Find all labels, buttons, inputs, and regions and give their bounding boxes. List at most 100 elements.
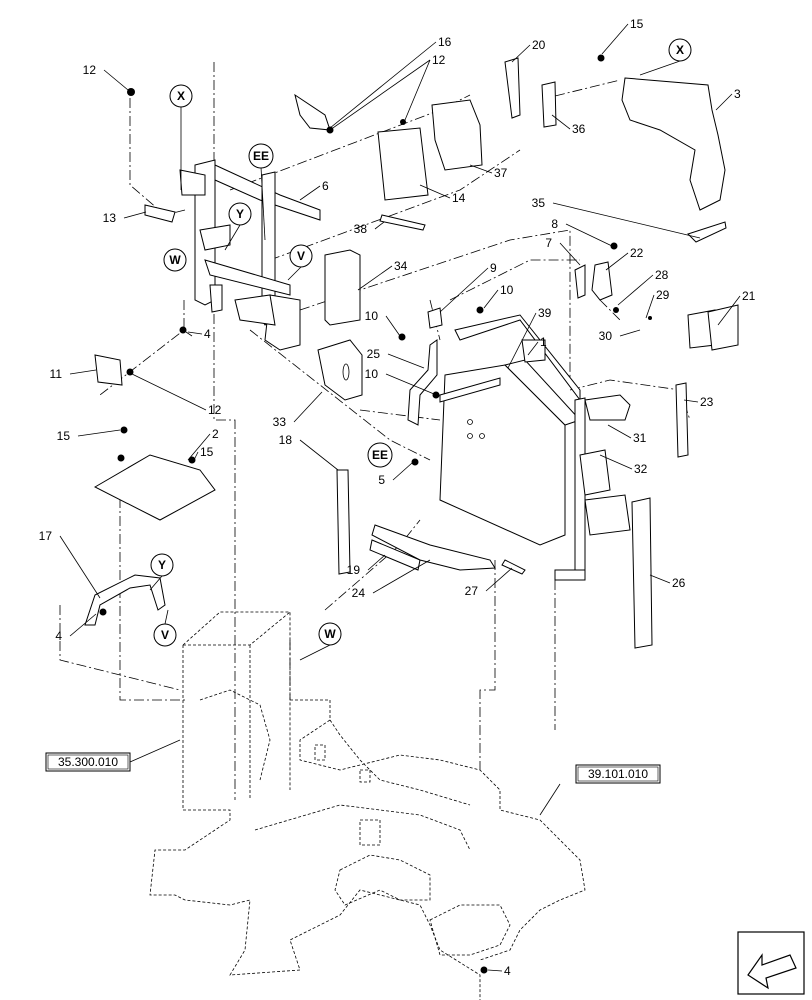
callout-22: 22: [630, 246, 644, 260]
leader-line: [617, 274, 654, 306]
marker-leader: [287, 266, 302, 281]
callout-3: 3: [734, 87, 741, 101]
strip-36: [541, 81, 557, 128]
marker-label: V: [161, 628, 169, 642]
callout-27: 27: [465, 584, 479, 598]
bracket-32b: [584, 494, 631, 536]
strip-20: [504, 57, 521, 119]
callout-17: 17: [39, 529, 53, 543]
strip-26: [631, 497, 653, 649]
callout-23: 23: [700, 395, 714, 409]
reference-box[interactable]: 35.300.010: [45, 752, 131, 772]
cover-2: [93, 454, 216, 521]
leader-line: [329, 59, 431, 131]
marker-circle: [289, 244, 313, 268]
callout-15: 15: [630, 17, 644, 31]
callout-8: 8: [551, 217, 558, 231]
leader-line: [419, 184, 451, 199]
callout-9: 9: [490, 261, 497, 275]
callout-15: 15: [57, 429, 71, 443]
marker-circle: [318, 622, 342, 646]
marker-label: Y: [158, 558, 166, 572]
reference-frame-inner: [577, 766, 659, 782]
reference-box[interactable]: 39.101.010: [575, 764, 661, 784]
pad-33: [317, 339, 363, 401]
leader-line: [487, 969, 503, 972]
leader-line: [69, 369, 97, 375]
callout-4: 4: [504, 964, 511, 978]
strip-27: [501, 559, 526, 575]
callout-16: 16: [438, 35, 452, 49]
tab-16: [294, 93, 331, 131]
callout-4: 4: [55, 629, 62, 643]
reference-boxes: 35.300.010 39.101.010: [45, 752, 661, 784]
reference-label: 39.101.010: [588, 767, 648, 781]
leader-line: [717, 295, 741, 326]
leader-line: [619, 329, 641, 337]
bracket-32: [579, 449, 611, 496]
pad-21b: [707, 304, 739, 351]
leader-line: [565, 223, 613, 247]
callout-12: 12: [83, 63, 97, 77]
marker-circle: [153, 623, 177, 647]
leader-line: [193, 451, 199, 461]
view-marker-x: X: [169, 84, 193, 108]
callout-28: 28: [655, 268, 669, 282]
marker-label: W: [169, 253, 181, 267]
callout-12: 12: [432, 53, 446, 67]
callout-20: 20: [532, 38, 546, 52]
callout-30: 30: [599, 329, 613, 343]
view-marker-y: Y: [150, 553, 174, 577]
marker-circle: [367, 442, 393, 468]
callout-26: 26: [672, 576, 686, 590]
leader-line: [299, 185, 321, 201]
marker-leader: [260, 166, 266, 241]
leader-lines: [59, 23, 741, 972]
bar-24: [371, 524, 496, 571]
leader-line: [485, 567, 513, 592]
marker-label: X: [676, 43, 684, 57]
marker-circle: [228, 202, 252, 226]
marker-label: X: [177, 89, 185, 103]
view-marker-ee: EE: [248, 143, 274, 169]
leader-line: [645, 294, 655, 319]
marker-circle: [248, 143, 274, 169]
callout-15: 15: [200, 445, 214, 459]
leader-line: [649, 574, 671, 584]
machine-frame: [149, 611, 586, 1000]
strip-18: [336, 469, 351, 575]
marker-leader: [299, 644, 331, 661]
leader-line: [374, 221, 385, 230]
leader-line: [293, 391, 323, 423]
reference-leader: [129, 739, 181, 763]
callout-18: 18: [279, 433, 293, 447]
leader-line: [187, 433, 211, 461]
leader-line: [605, 252, 629, 271]
callout-7: 7: [545, 236, 552, 250]
leader-line: [357, 265, 393, 291]
callout-10: 10: [365, 367, 379, 381]
reference-frame-inner: [47, 754, 129, 770]
wrench-35: [687, 221, 727, 243]
leader-line: [527, 341, 539, 356]
leader-line: [607, 424, 632, 439]
callout-38: 38: [354, 222, 368, 236]
callout-4: 4: [204, 327, 211, 341]
callout-25: 25: [367, 347, 381, 361]
view-marker-w: W: [163, 248, 187, 272]
marker-label: EE: [372, 448, 388, 462]
marker-circle: [150, 553, 174, 577]
view-marker-v: V: [289, 244, 313, 268]
arrow-outline-icon[interactable]: [737, 931, 805, 995]
reference-label: 35.300.010: [58, 755, 118, 769]
leader-line: [392, 462, 413, 481]
callout-10: 10: [365, 309, 379, 323]
strip-23: [675, 382, 689, 458]
callout-29: 29: [656, 288, 670, 302]
callout-34: 34: [394, 259, 408, 273]
marker-leader: [639, 60, 681, 76]
plate-11: [94, 354, 123, 386]
callout-5: 5: [378, 473, 385, 487]
